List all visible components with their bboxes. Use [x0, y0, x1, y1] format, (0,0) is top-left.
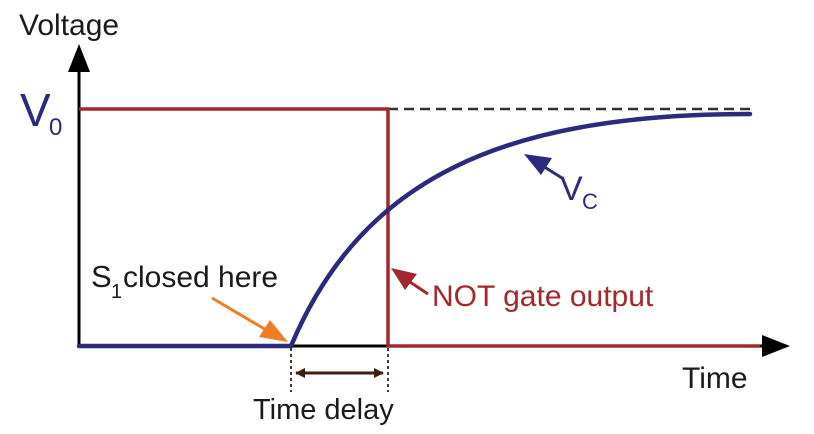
- v0-label-subscript: 0: [49, 114, 62, 141]
- x-axis-label: Time: [682, 362, 748, 395]
- vc-pointer-arrowhead: [524, 154, 552, 175]
- vc-label-subscript: C: [582, 189, 598, 214]
- s1-label: S: [91, 259, 112, 294]
- not-gate-pointer-arrowhead: [391, 268, 417, 290]
- v0-label: V: [20, 84, 51, 136]
- vc-label: V: [560, 170, 583, 208]
- capacitor-voltage-curve: [76, 111, 753, 349]
- not-gate-output-label: NOT gate output: [432, 280, 654, 313]
- y-axis-arrowhead: [68, 44, 90, 72]
- s1-pointer-arrowhead: [259, 320, 288, 342]
- y-axis-label: Voltage: [19, 9, 119, 42]
- time-delay-label: Time delay: [253, 394, 394, 426]
- x-axis-arrowhead: [762, 335, 790, 357]
- s1-pointer-shaft: [211, 296, 269, 333]
- s1-label-text: closed here: [123, 261, 278, 294]
- not-gate-output-line: [79, 107, 760, 348]
- s1-label-subscript: 1: [111, 281, 122, 303]
